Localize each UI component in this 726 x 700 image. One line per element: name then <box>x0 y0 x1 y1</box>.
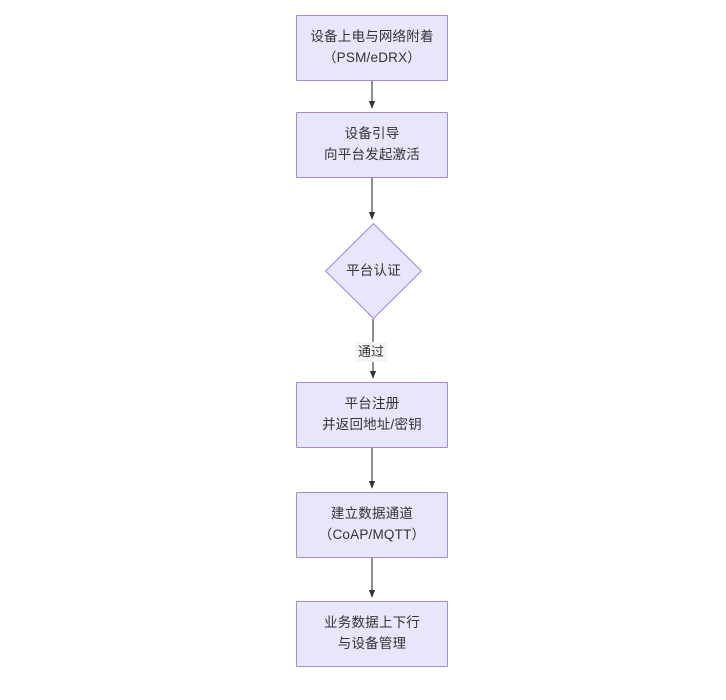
node-establish-data-channel[interactable]: 建立数据通道 （CoAP/MQTT） <box>296 492 448 558</box>
node-label: 建立数据通道 （CoAP/MQTT） <box>318 506 426 542</box>
diamond-shape <box>325 223 422 319</box>
node-device-bootstrap[interactable]: 设备引导 向平台发起激活 <box>296 112 448 178</box>
node-label: 业务数据上下行 与设备管理 <box>324 615 420 651</box>
node-label: 设备引导 向平台发起激活 <box>324 126 420 162</box>
node-device-power-on[interactable]: 设备上电与网络附着 （PSM/eDRX） <box>296 15 448 81</box>
node-label: 平台注册 并返回地址/密钥 <box>322 396 422 432</box>
node-label: 设备上电与网络附着 （PSM/eDRX） <box>310 29 434 65</box>
node-platform-registration[interactable]: 平台注册 并返回地址/密钥 <box>296 382 448 448</box>
edge-label-pass: 通过 <box>355 342 388 363</box>
node-platform-authentication[interactable]: 平台认证 <box>325 223 422 319</box>
node-business-data-and-device-management[interactable]: 业务数据上下行 与设备管理 <box>296 601 448 667</box>
node-label: 平台认证 <box>346 262 401 278</box>
